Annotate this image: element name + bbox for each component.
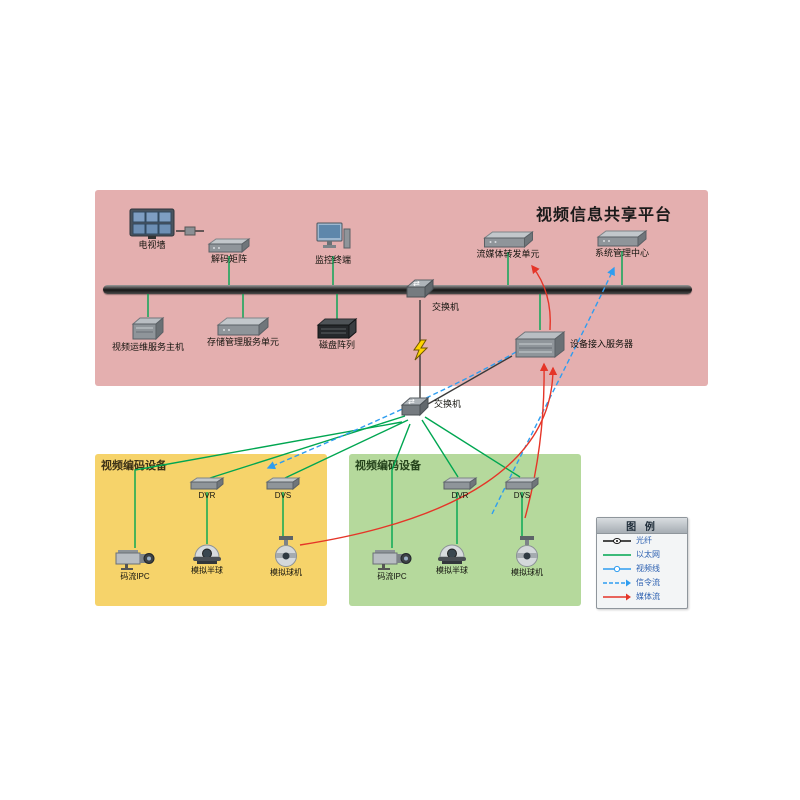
svg-text:⇄: ⇄ [408, 397, 415, 406]
legend-title: 图 例 [597, 518, 687, 534]
legend-item-video: 视频线 [597, 562, 687, 576]
storage-mgmt-label: 存储管理服务单元 [206, 337, 280, 347]
switch-top-label-node: 交换机 [432, 302, 460, 313]
right-dvr-label: DVR [451, 491, 469, 500]
left-ball-label: 模拟球机 [270, 568, 302, 577]
video-ops-label: 视频运维服务主机 [111, 342, 185, 352]
ipc-camera-icon [372, 550, 412, 570]
tv-wall-label: 电视墙 [138, 240, 166, 250]
right-ipc-label: 码流IPC [377, 572, 407, 581]
ptz-camera-icon [516, 536, 538, 567]
left-dvs-label: DVS [274, 491, 292, 500]
dvs-icon [265, 477, 301, 491]
sys-mgmt-node: 系统管理中心 [595, 230, 649, 259]
disk-array-node: 磁盘阵列 [316, 318, 358, 351]
right-ball-node: 模拟球机 [511, 536, 543, 578]
ethernet-line-sample [603, 554, 631, 556]
right-ball-label: 模拟球机 [511, 568, 543, 577]
platform-title: 视频信息共享平台 [536, 207, 673, 224]
storage-mgmt-node: 存储管理服务单元 [207, 317, 279, 348]
right-dvs-node: DVS [504, 477, 540, 501]
switch-top-node: ⇄ [405, 278, 435, 300]
stream-unit-icon [482, 231, 534, 249]
decode-matrix-icon [207, 238, 251, 254]
monitor-terminal-node: 监控终端 [315, 221, 351, 266]
decode-matrix-label: 解码矩阵 [210, 254, 247, 264]
dvs-icon [504, 477, 540, 491]
ipc-camera-icon [115, 550, 155, 570]
video-ops-icon [131, 316, 165, 341]
left-dome-node: 模拟半球 [191, 543, 223, 576]
decode-matrix-node: 解码矩阵 [207, 238, 251, 265]
access-server-icon [514, 330, 566, 359]
fiber-line-sample [603, 538, 631, 544]
legend-item-ethernet: 以太网 [597, 548, 687, 562]
right-dvr-node: DVR [442, 477, 478, 501]
right-dvs-label: DVS [513, 491, 531, 500]
backbone-bus [103, 285, 692, 294]
left-ball-node: 模拟球机 [270, 536, 302, 578]
right-dome-label: 模拟半球 [436, 566, 468, 575]
media-flow-sample [603, 593, 631, 601]
switch-mid-node: ⇄ [400, 396, 430, 418]
tv-wall-icon [129, 208, 175, 239]
switch-icon: ⇄ [400, 396, 430, 417]
stream-unit-label: 流媒体转发单元 [476, 249, 540, 259]
left-dvr-label: DVR [198, 491, 216, 500]
encoder-right-title: 视频编码设备 [355, 460, 421, 472]
video-line-sample [603, 565, 631, 573]
access-server-label: 设备接入服务器 [570, 339, 634, 350]
sys-mgmt-label: 系统管理中心 [594, 248, 650, 258]
svg-text:⇄: ⇄ [413, 279, 420, 288]
legend-item-signal: 信令流 [597, 576, 687, 590]
left-ipc-node: 码流IPC [114, 546, 156, 582]
sys-mgmt-icon [596, 230, 648, 248]
ptz-camera-icon [275, 536, 297, 567]
switch-top-label: 交换机 [432, 302, 460, 312]
left-dvs-node: DVS [265, 477, 301, 501]
stream-unit-node: 流媒体转发单元 [476, 231, 540, 260]
legend-item-fiber: 光纤 [597, 534, 687, 548]
dvr-icon [442, 477, 478, 491]
storage-mgmt-icon [216, 317, 270, 337]
switch-icon: ⇄ [405, 278, 435, 299]
legend: 图 例 光纤 以太网 视频线 [596, 517, 688, 609]
left-ipc-label: 码流IPC [120, 572, 150, 581]
legend-item-media: 媒体流 [597, 590, 687, 604]
video-ops-node: 视频运维服务主机 [112, 316, 184, 353]
dvr-icon [189, 477, 225, 491]
dome-camera-icon [193, 544, 221, 564]
dome-camera-icon [438, 544, 466, 564]
access-server-node: 设备接入服务器 [514, 330, 633, 360]
monitor-terminal-label: 监控终端 [314, 255, 352, 265]
disk-array-label: 磁盘阵列 [318, 340, 355, 350]
disk-array-icon [316, 318, 358, 340]
encoder-left-title: 视频编码设备 [101, 460, 167, 472]
left-dvr-node: DVR [189, 477, 225, 501]
signal-flow-sample [603, 579, 631, 587]
right-dome-node: 模拟半球 [436, 543, 468, 576]
right-ipc-node: 码流IPC [371, 546, 413, 582]
tv-wall-node: 电视墙 [129, 208, 175, 251]
monitor-terminal-icon [316, 222, 351, 249]
switch-mid-label: 交换机 [434, 399, 462, 409]
left-dome-label: 模拟半球 [191, 566, 223, 575]
switch-mid-label-node: 交换机 [434, 399, 462, 410]
